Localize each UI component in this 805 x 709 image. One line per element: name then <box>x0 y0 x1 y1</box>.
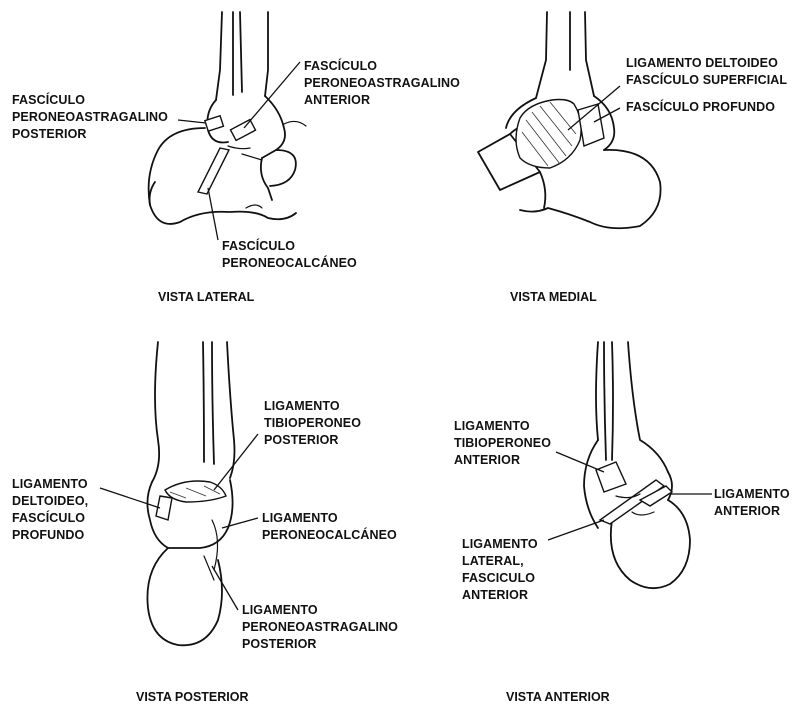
lateral-label-peroneoastragalino-posterior: FASCÍCULO PERONEOASTRAGALINO POSTERIOR <box>12 92 168 143</box>
lateral-label-peroneoastragalino-anterior: FASCÍCULO PERONEOASTRAGALINO ANTERIOR <box>304 58 460 109</box>
medial-label-deltoideo-superficial: LIGAMENTO DELTOIDEO FASCÍCULO SUPERFICIA… <box>626 55 787 89</box>
anterior-label-lateral-fasciculo-anterior: LIGAMENTO LATERAL, FASCICULO ANTERIOR <box>462 536 538 604</box>
posterior-label-tibioperoneo-posterior: LIGAMENTO TIBIOPERONEO POSTERIOR <box>264 398 361 449</box>
posterior-label-peroneocalcaneo: LIGAMENTO PERONEOCALCÁNEO <box>262 510 397 544</box>
anterior-label-ligamento-anterior: LIGAMENTO ANTERIOR <box>714 486 790 520</box>
posterior-view-title: VISTA POSTERIOR <box>136 690 249 704</box>
posterior-view-drawing <box>100 342 258 645</box>
anterior-view-drawing <box>548 342 712 588</box>
posterior-label-peroneoastragalino-posterior: LIGAMENTO PERONEOASTRAGALINO POSTERIOR <box>242 602 398 653</box>
medial-view-title: VISTA MEDIAL <box>510 290 597 304</box>
lateral-view-title: VISTA LATERAL <box>158 290 254 304</box>
anterior-label-tibioperoneo-anterior: LIGAMENTO TIBIOPERONEO ANTERIOR <box>454 418 551 469</box>
medial-view-drawing <box>478 12 661 228</box>
lateral-view-drawing <box>149 12 306 240</box>
posterior-label-deltoideo-profundo: LIGAMENTO DELTOIDEO, FASCÍCULO PROFUNDO <box>12 476 88 544</box>
anterior-view-title: VISTA ANTERIOR <box>506 690 610 704</box>
medial-label-fasciculo-profundo: FASCÍCULO PROFUNDO <box>626 99 775 116</box>
lateral-label-peroneocalcaneo: FASCÍCULO PERONEOCALCÁNEO <box>222 238 357 272</box>
